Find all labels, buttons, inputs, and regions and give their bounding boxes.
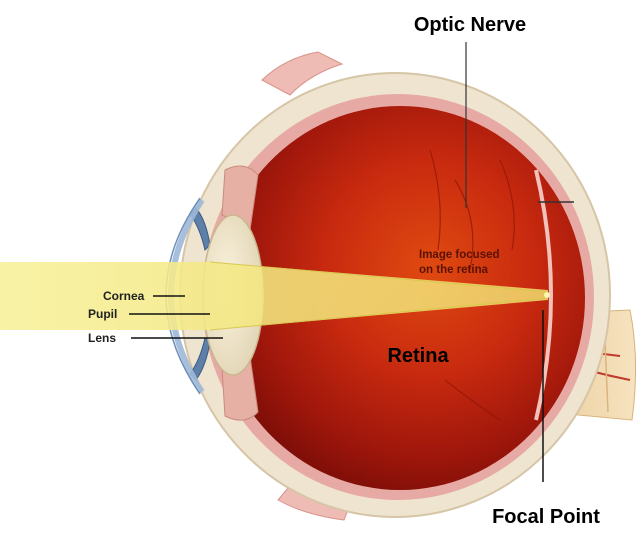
focal-point-dot xyxy=(544,292,550,298)
lens-label: Lens xyxy=(88,331,116,345)
pupil-label: Pupil xyxy=(88,307,117,321)
cornea-label: Cornea xyxy=(103,289,145,303)
optic-nerve-label: Optic Nerve xyxy=(414,14,526,36)
image-focused-label-line1: Image focused xyxy=(419,249,500,261)
image-focused-label-line2: on the retina xyxy=(419,264,489,276)
focal-point-label: Focal Point xyxy=(492,506,600,528)
retina-label: Retina xyxy=(387,345,449,367)
